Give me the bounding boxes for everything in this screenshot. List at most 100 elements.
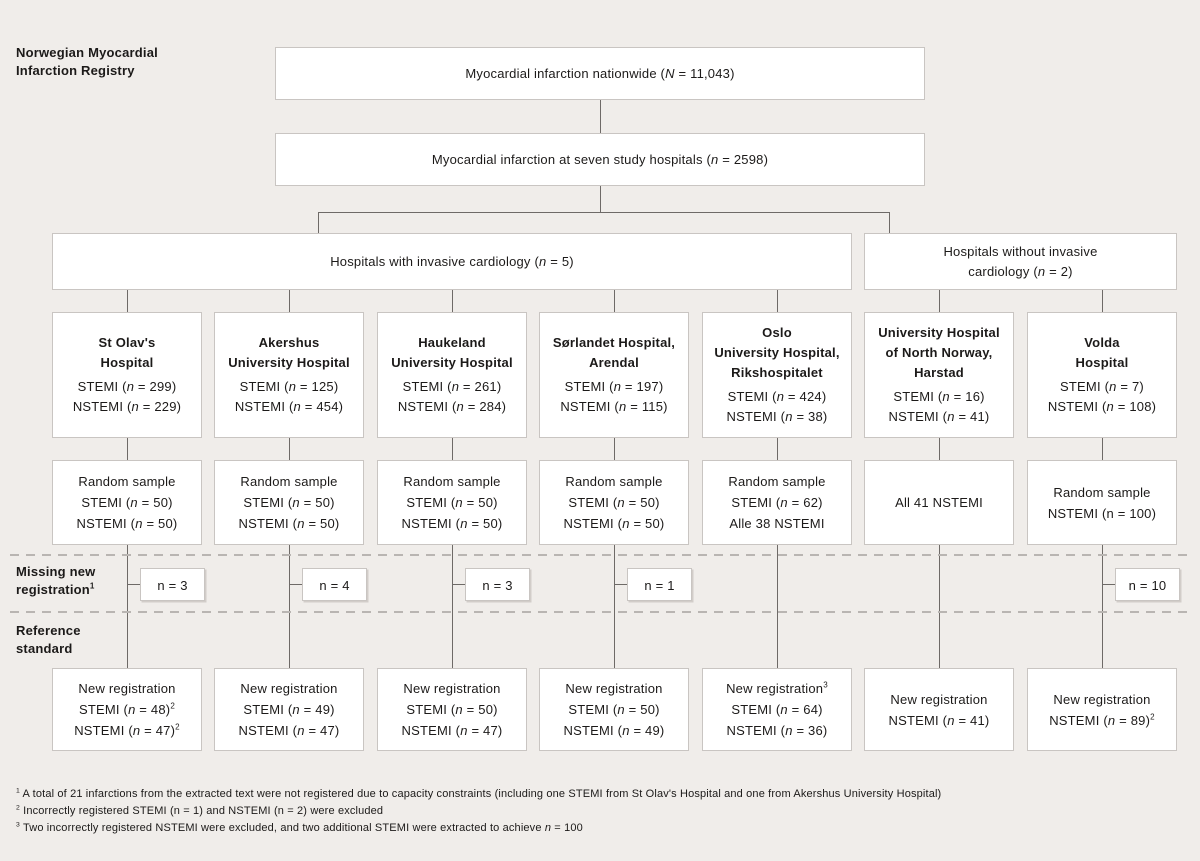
new-registration-box: New registration STEMI (n = 48)2 NSTEMI … <box>52 668 202 751</box>
study-hospitals-box-text: Myocardial infarction at seven study hos… <box>431 151 769 167</box>
stemi-count: STEMI (n = 424) <box>727 389 827 404</box>
connector-line <box>452 545 453 668</box>
new-registration-line: New registration <box>890 691 988 707</box>
sample-box: Random sample STEMI (n = 50) NSTEMI (n =… <box>214 460 364 545</box>
new-registration-line: NSTEMI (n = 47) <box>238 723 340 738</box>
new-registration-line: NSTEMI (n = 47) <box>401 723 503 738</box>
connector-line <box>614 584 627 585</box>
connector-line <box>939 545 940 668</box>
connector-line <box>127 584 140 585</box>
connector-line <box>127 438 128 460</box>
sample-box: Random sample NSTEMI (n = 100) <box>1027 460 1177 545</box>
sample-line: Random sample <box>240 474 338 489</box>
sample-line: Alle 38 NSTEMI <box>729 516 825 531</box>
connector-line <box>777 545 778 668</box>
nstemi-count: NSTEMI (n = 38) <box>726 409 828 424</box>
sample-box: Random sample STEMI (n = 50) NSTEMI (n =… <box>377 460 527 545</box>
connector-line <box>889 212 890 233</box>
invasive-branch-text: Hospitals with invasive cardiology (n = … <box>330 253 574 269</box>
footnote: 1 A total of 21 infarctions from the ext… <box>16 787 942 800</box>
sample-box: Random sample STEMI (n = 50) NSTEMI (n =… <box>52 460 202 545</box>
connector-line <box>289 290 290 312</box>
hospital-name: Sørlandet Hospital,Arendal <box>552 335 676 370</box>
sample-line: Random sample <box>1053 484 1151 500</box>
sample-line: STEMI (n = 62) <box>731 495 823 510</box>
stemi-count: STEMI (n = 125) <box>239 379 339 394</box>
connector-line <box>127 545 128 668</box>
sample-line: STEMI (n = 50) <box>81 495 173 510</box>
footnote: 2 Incorrectly registered STEMI (n = 1) a… <box>16 804 384 817</box>
nstemi-count: NSTEMI (n = 454) <box>234 399 344 414</box>
new-registration-box: New registration NSTEMI (n = 41) <box>864 668 1014 751</box>
new-registration-box: New registration STEMI (n = 50) NSTEMI (… <box>539 668 689 751</box>
sample-box: All 41 NSTEMI <box>864 460 1014 545</box>
new-registration-box: New registration STEMI (n = 49) NSTEMI (… <box>214 668 364 751</box>
connector-line <box>452 584 465 585</box>
new-registration-line: New registration3 <box>726 680 828 696</box>
nstemi-count: NSTEMI (n = 108) <box>1047 399 1157 414</box>
stemi-count: STEMI (n = 261) <box>402 379 502 394</box>
sample-line: NSTEMI (n = 50) <box>563 516 665 531</box>
new-registration-box: New registration3 STEMI (n = 64) NSTEMI … <box>702 668 852 751</box>
missing-count-box: n = 1 <box>627 568 692 601</box>
new-registration-line: New registration <box>240 681 338 696</box>
sample-box: Random sample STEMI (n = 50) NSTEMI (n =… <box>539 460 689 545</box>
new-registration-line: STEMI (n = 50) <box>406 702 498 717</box>
connector-line <box>614 438 615 460</box>
sample-line: STEMI (n = 50) <box>568 495 660 510</box>
connector-line <box>939 290 940 312</box>
missing-count-box: n = 10 <box>1115 568 1180 601</box>
connector-line <box>614 545 615 668</box>
nstemi-count: NSTEMI (n = 229) <box>72 399 182 414</box>
footnotes: 1 A total of 21 infarctions from the ext… <box>16 786 1192 837</box>
nstemi-count: NSTEMI (n = 41) <box>888 409 990 424</box>
hospital-box: Sørlandet Hospital,Arendal STEMI (n = 19… <box>539 312 689 438</box>
sample-line: Random sample <box>78 474 176 489</box>
connector-line <box>777 290 778 312</box>
new-registration-line: NSTEMI (n = 41) <box>888 712 990 728</box>
new-registration-line: STEMI (n = 49) <box>243 702 335 717</box>
study-hospitals-box: Myocardial infarction at seven study hos… <box>275 133 925 186</box>
new-registration-line: STEMI (n = 48)2 <box>78 701 175 717</box>
connector-line <box>614 290 615 312</box>
missing-count-box: n = 3 <box>465 568 530 601</box>
dashed-divider <box>10 554 1190 556</box>
connector-line <box>318 212 890 213</box>
connector-line <box>127 290 128 312</box>
sample-line: NSTEMI (n = 50) <box>238 516 340 531</box>
new-registration-box: New registration STEMI (n = 50) NSTEMI (… <box>377 668 527 751</box>
sample-line: Random sample <box>728 474 826 489</box>
sample-box: Random sample STEMI (n = 62) Alle 38 NST… <box>702 460 852 545</box>
new-registration-line: NSTEMI (n = 47)2 <box>74 722 180 738</box>
new-registration-line: NSTEMI (n = 49) <box>563 723 665 738</box>
stemi-count: STEMI (n = 16) <box>893 389 985 404</box>
connector-line <box>1102 545 1103 668</box>
connector-line <box>600 186 601 212</box>
new-registration-line: NSTEMI (n = 89)2 <box>1049 712 1155 728</box>
new-registration-line: New registration <box>403 681 501 696</box>
connector-line <box>318 212 319 233</box>
sample-line: NSTEMI (n = 50) <box>401 516 503 531</box>
connector-line <box>1102 438 1103 460</box>
dashed-divider <box>10 611 1190 613</box>
connector-line <box>939 438 940 460</box>
sample-line: NSTEMI (n = 50) <box>76 516 178 531</box>
nationwide-box: Myocardial infarction nationwide (N = 11… <box>275 47 925 100</box>
new-registration-line: STEMI (n = 50) <box>568 702 660 717</box>
connector-line <box>777 438 778 460</box>
sample-line: STEMI (n = 50) <box>243 495 335 510</box>
new-registration-line: New registration <box>565 681 663 696</box>
new-registration-line: New registration <box>78 681 176 696</box>
nstemi-count: NSTEMI (n = 284) <box>397 399 507 414</box>
